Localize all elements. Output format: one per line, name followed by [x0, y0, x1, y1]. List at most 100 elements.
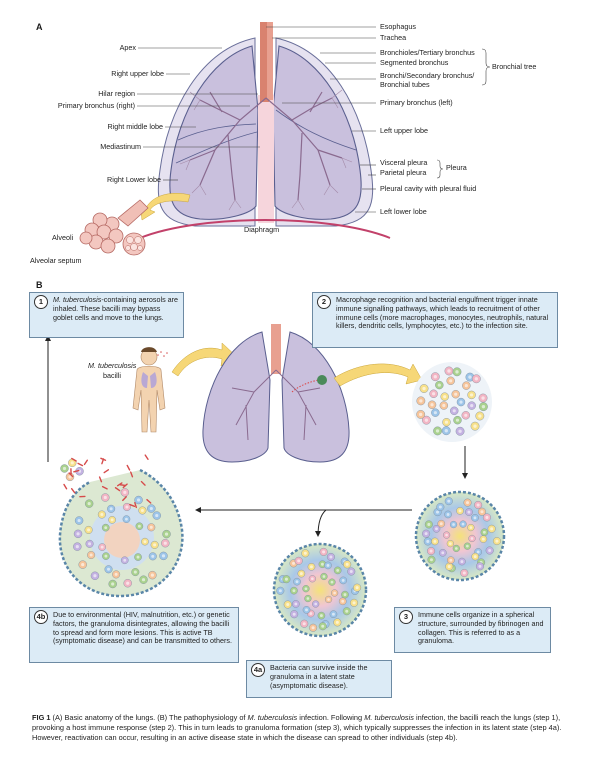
- cell-nucleus: [326, 563, 330, 567]
- cell-nucleus: [458, 429, 462, 433]
- bacillus: [73, 469, 80, 473]
- cell-nucleus: [114, 572, 118, 576]
- cell-nucleus: [439, 522, 443, 526]
- cell-nucleus: [435, 527, 438, 531]
- cell-nucleus: [447, 565, 451, 569]
- step-1-italic: M. tuberculosis: [53, 295, 102, 304]
- cell-nucleus: [109, 507, 113, 511]
- cell-nucleus: [149, 506, 153, 511]
- label-pleura: Pleura: [446, 163, 467, 172]
- cell-nucleus: [444, 420, 449, 424]
- cell-nucleus: [488, 548, 492, 553]
- cell-nucleus: [448, 542, 452, 545]
- bacillus: [129, 503, 136, 508]
- cell-nucleus: [125, 505, 129, 509]
- cell-nucleus: [455, 370, 459, 374]
- step-3-badge: 3: [399, 610, 413, 624]
- cell-nucleus: [321, 624, 325, 628]
- cell-nucleus: [292, 612, 296, 616]
- cell-nucleus: [466, 544, 469, 548]
- cell-nucleus: [93, 574, 97, 578]
- cell-nucleus: [444, 429, 448, 433]
- cell-nucleus: [304, 587, 308, 591]
- step-1-box: 1 M. tuberculosis-containing aerosols ar…: [29, 292, 184, 338]
- bacillus: [77, 462, 84, 467]
- cell-nucleus: [299, 572, 303, 576]
- cell-nucleus: [133, 570, 137, 574]
- cell-nucleus: [480, 510, 484, 514]
- cell-nucleus: [286, 603, 290, 607]
- cell-nucleus: [478, 564, 482, 568]
- step-4b-text: Due to environmental (HIV, malnutrition,…: [53, 610, 232, 646]
- cell-nucleus: [81, 563, 85, 567]
- cell-nucleus: [331, 612, 335, 616]
- cell-nucleus: [136, 498, 141, 502]
- cell-nucleus: [335, 620, 339, 624]
- label-apex: Apex: [119, 43, 136, 52]
- cell-nucleus: [151, 554, 155, 558]
- cell-nucleus: [140, 508, 144, 513]
- figure-caption: FIG 1 (A) Basic anatomy of the lungs. (B…: [32, 713, 562, 744]
- cell-nucleus: [427, 522, 431, 526]
- cell-nucleus: [442, 403, 446, 408]
- cell-nucleus: [419, 399, 423, 403]
- cell-nucleus: [107, 567, 111, 571]
- cell-nucleus: [333, 591, 336, 595]
- caption-part-1: (A) Basic anatomy of the lungs. (B) The …: [50, 713, 248, 722]
- cell-nucleus: [419, 412, 423, 417]
- label-diaphragm: Diaphragm: [244, 225, 280, 234]
- cell-nucleus: [149, 525, 153, 529]
- cell-nucleus: [452, 523, 455, 526]
- cell-nucleus: [468, 375, 472, 379]
- cell-nucleus: [343, 593, 347, 597]
- cell-nucleus: [110, 518, 114, 522]
- cell-nucleus: [495, 539, 499, 543]
- bacillus: [70, 488, 76, 494]
- label-left-upper-lobe: Left upper lobe: [380, 126, 428, 135]
- cell-nucleus: [446, 513, 450, 516]
- cell-nucleus: [454, 547, 458, 550]
- cell-nucleus: [314, 602, 318, 606]
- cell-nucleus: [355, 586, 359, 590]
- cell-nucleus: [311, 577, 314, 581]
- cell-nucleus: [336, 568, 340, 572]
- bacillus: [100, 457, 107, 461]
- cell-nucleus: [433, 539, 437, 543]
- step-4b-badge: 4b: [34, 610, 48, 624]
- cell-nucleus: [164, 532, 169, 536]
- label-primary-bronchus-right: Primary bronchus (right): [57, 101, 135, 110]
- cell-nucleus: [437, 383, 441, 387]
- cell-nucleus: [449, 558, 453, 562]
- cell-nucleus: [292, 589, 296, 593]
- cell-nucleus: [137, 524, 141, 528]
- label-bronchial-tree: Bronchial tree: [492, 62, 537, 71]
- label-alveoli: Alveoli: [52, 233, 74, 242]
- cell-nucleus: [123, 558, 127, 562]
- cell-nucleus: [100, 545, 104, 549]
- bacillus: [103, 469, 110, 474]
- label-right-middle-lobe: Right middle lobe: [107, 122, 163, 131]
- cell-nucleus: [433, 375, 437, 379]
- cell-nucleus: [89, 553, 93, 557]
- cell-nucleus: [352, 601, 356, 605]
- label-parietal-pleura: Parietal pleura: [380, 168, 427, 177]
- bacillus: [134, 501, 138, 509]
- step-1-badge: 1: [34, 295, 48, 309]
- cell-nucleus: [161, 554, 166, 558]
- panel-b-letter: B: [36, 280, 43, 290]
- cell-nucleus: [429, 558, 433, 562]
- cell-nucleus: [467, 510, 471, 514]
- cell-nucleus: [322, 550, 326, 554]
- label-bronchi: Bronchi/Secondary bronchus/: [380, 71, 475, 80]
- cell-nucleus: [75, 545, 79, 549]
- cell-nucleus: [454, 392, 458, 396]
- bacillus: [98, 476, 103, 483]
- cell-nucleus: [438, 505, 442, 509]
- cell-nucleus: [153, 543, 157, 547]
- label-mediastinum: Mediastinum: [100, 142, 141, 151]
- cell-nucleus: [464, 413, 468, 417]
- cell-nucleus: [104, 526, 108, 530]
- cell-nucleus: [482, 530, 486, 534]
- cell-nucleus: [322, 575, 326, 578]
- cell-nucleus: [163, 541, 167, 545]
